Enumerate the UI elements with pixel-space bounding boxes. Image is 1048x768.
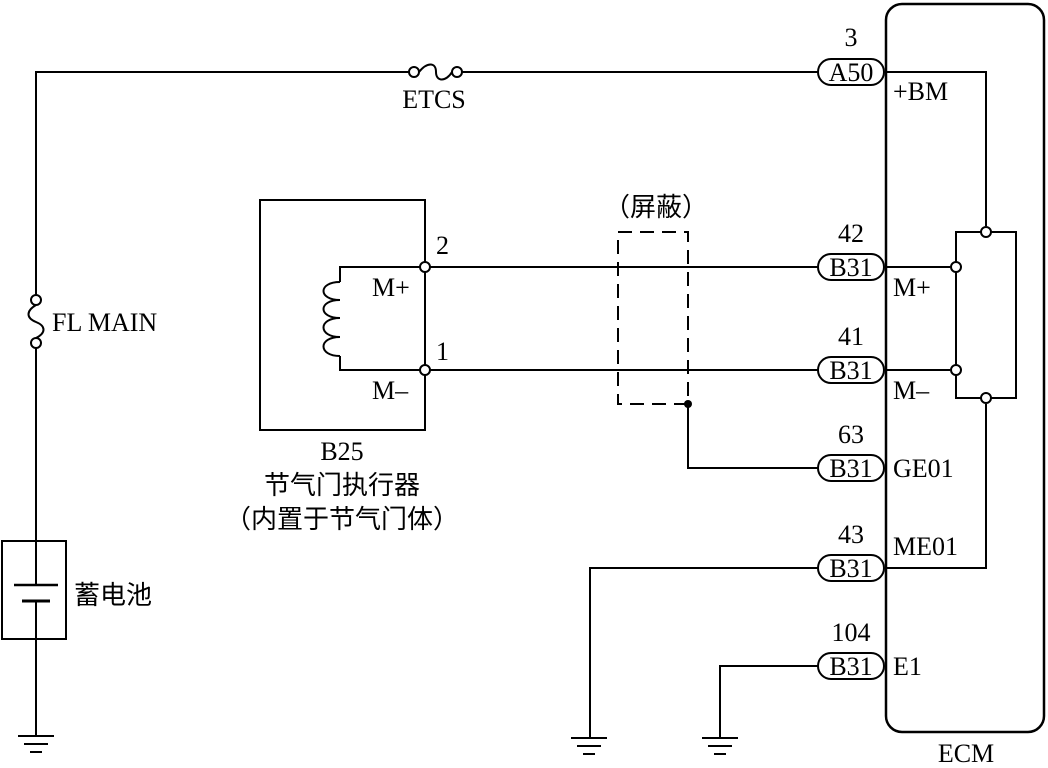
actuator-pin-2: 2 <box>436 231 449 260</box>
wire-ge01 <box>687 404 818 469</box>
actuator-mplus-label: M+ <box>372 273 410 302</box>
wire-bm-supply <box>35 71 818 735</box>
shield-label: （屏蔽） <box>604 193 708 223</box>
ecm-pin-43: 43 B31 ME01 <box>817 520 958 583</box>
ecm-node <box>980 226 992 238</box>
svg-text:B31: B31 <box>829 554 872 583</box>
ecm-node <box>950 364 962 376</box>
svg-text:+BM: +BM <box>893 77 948 106</box>
ground-icon <box>571 737 607 755</box>
actuator-code: B25 <box>320 437 363 466</box>
ecm-pin-41: 41 B31 M– <box>817 322 930 405</box>
ecm-driver-box <box>955 231 1017 399</box>
svg-text:3: 3 <box>845 23 858 52</box>
actuator-box <box>259 199 426 431</box>
svg-text:A50: A50 <box>829 58 874 87</box>
ecm-node <box>950 261 962 273</box>
actuator-pin-1: 1 <box>436 337 449 366</box>
svg-text:GE01: GE01 <box>893 454 954 483</box>
wire-e1 <box>719 665 818 738</box>
actuator-name: 节气门执行器 <box>264 471 420 501</box>
ground-icon <box>18 639 54 753</box>
svg-text:104: 104 <box>832 618 871 647</box>
svg-text:41: 41 <box>838 322 864 351</box>
svg-text:43: 43 <box>838 520 864 549</box>
fuse-fl-main-label: FL MAIN <box>52 308 157 337</box>
svg-text:B31: B31 <box>829 253 872 282</box>
battery-label: 蓄电池 <box>74 581 152 611</box>
ecm-pin-104: 104 B31 E1 <box>817 618 922 681</box>
ecm-box <box>884 2 1046 734</box>
ecm-pin-63: 63 B31 GE01 <box>817 420 954 483</box>
svg-text:ME01: ME01 <box>893 532 958 561</box>
coil-icon <box>322 281 341 357</box>
shield-outline <box>617 231 689 405</box>
svg-text:E1: E1 <box>893 652 922 681</box>
svg-text:M+: M+ <box>893 273 931 302</box>
actuator-note: （内置于节气门体） <box>225 505 459 535</box>
ecm-internal-me01 <box>886 404 987 569</box>
ecm-pin-42: 42 B31 M+ <box>817 219 931 302</box>
ecm-pin-3: 3 A50 +BM <box>817 23 948 106</box>
svg-text:B31: B31 <box>829 652 872 681</box>
ecm-node <box>980 392 992 404</box>
battery-symbol <box>1 540 67 640</box>
actuator-terminal-1 <box>419 364 431 376</box>
fuse-fl-main <box>27 294 45 349</box>
ecm-internal-bm <box>886 71 987 226</box>
actuator-coil-wire <box>339 266 420 371</box>
svg-text:63: 63 <box>838 420 864 449</box>
svg-text:B31: B31 <box>829 356 872 385</box>
ground-icon <box>702 737 738 755</box>
ecm-label: ECM <box>938 739 994 768</box>
svg-text:M–: M– <box>893 376 930 405</box>
actuator-mminus-label: M– <box>372 376 409 405</box>
fuse-etcs <box>408 63 463 81</box>
fuse-etcs-label: ETCS <box>402 85 466 114</box>
svg-text:42: 42 <box>838 219 864 248</box>
wire-me01 <box>589 567 818 738</box>
actuator-terminal-2 <box>419 261 431 273</box>
svg-text:B31: B31 <box>829 454 872 483</box>
